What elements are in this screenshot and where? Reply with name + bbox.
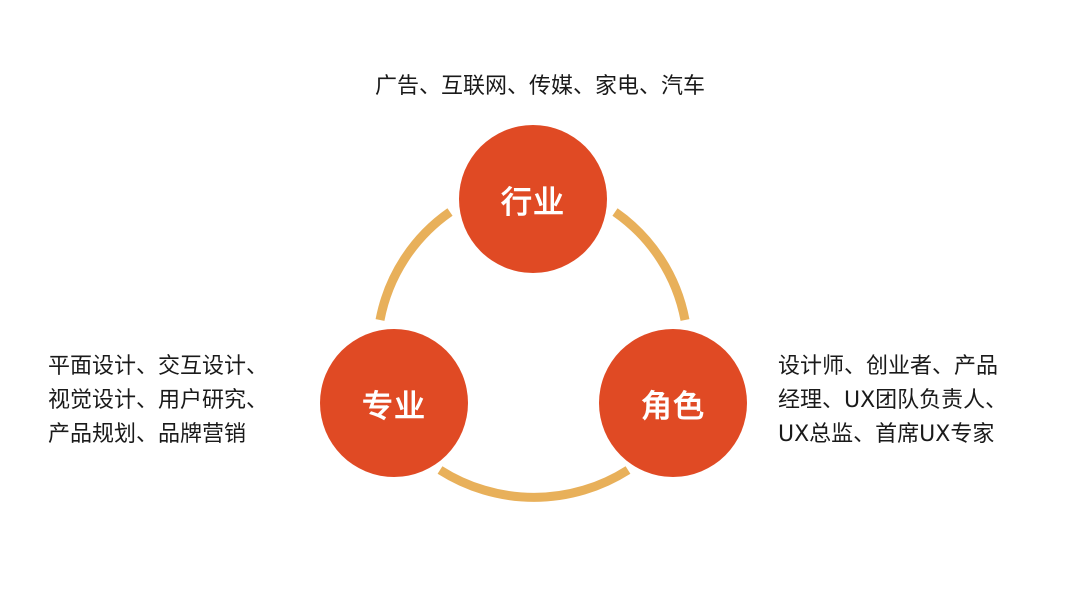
arc-major-role <box>437 466 631 502</box>
role-description-line: 设计师、创业者、产品 <box>778 354 999 379</box>
role-description: 设计师、创业者、产品 经理、UX团队负责人、 UX总监、首席UX专家 <box>778 350 1007 452</box>
arc-industry-major <box>375 208 453 321</box>
role-description-line: UX总监、首席UX专家 <box>778 422 995 447</box>
role-node-label: 角色 <box>641 388 705 425</box>
role-node: 角色 <box>599 329 747 477</box>
industry-description: 广告、互联网、传媒、家电、汽车 <box>0 70 1080 104</box>
major-description: 平面设计、交互设计、 视觉设计、用户研究、 产品规划、品牌营销 <box>48 350 268 452</box>
major-node: 专业 <box>320 329 468 477</box>
major-node-label: 专业 <box>362 388 426 425</box>
major-description-line: 产品规划、品牌营销 <box>48 422 247 447</box>
major-description-line: 视觉设计、用户研究、 <box>48 388 269 413</box>
industry-node-label: 行业 <box>501 184 565 221</box>
major-description-line: 平面设计、交互设计、 <box>48 354 269 379</box>
role-description-line: 经理、UX团队负责人、 <box>778 388 1008 413</box>
industry-description-line: 广告、互联网、传媒、家电、汽车 <box>374 74 705 99</box>
arc-industry-role <box>612 208 690 321</box>
industry-node: 行业 <box>459 125 607 273</box>
